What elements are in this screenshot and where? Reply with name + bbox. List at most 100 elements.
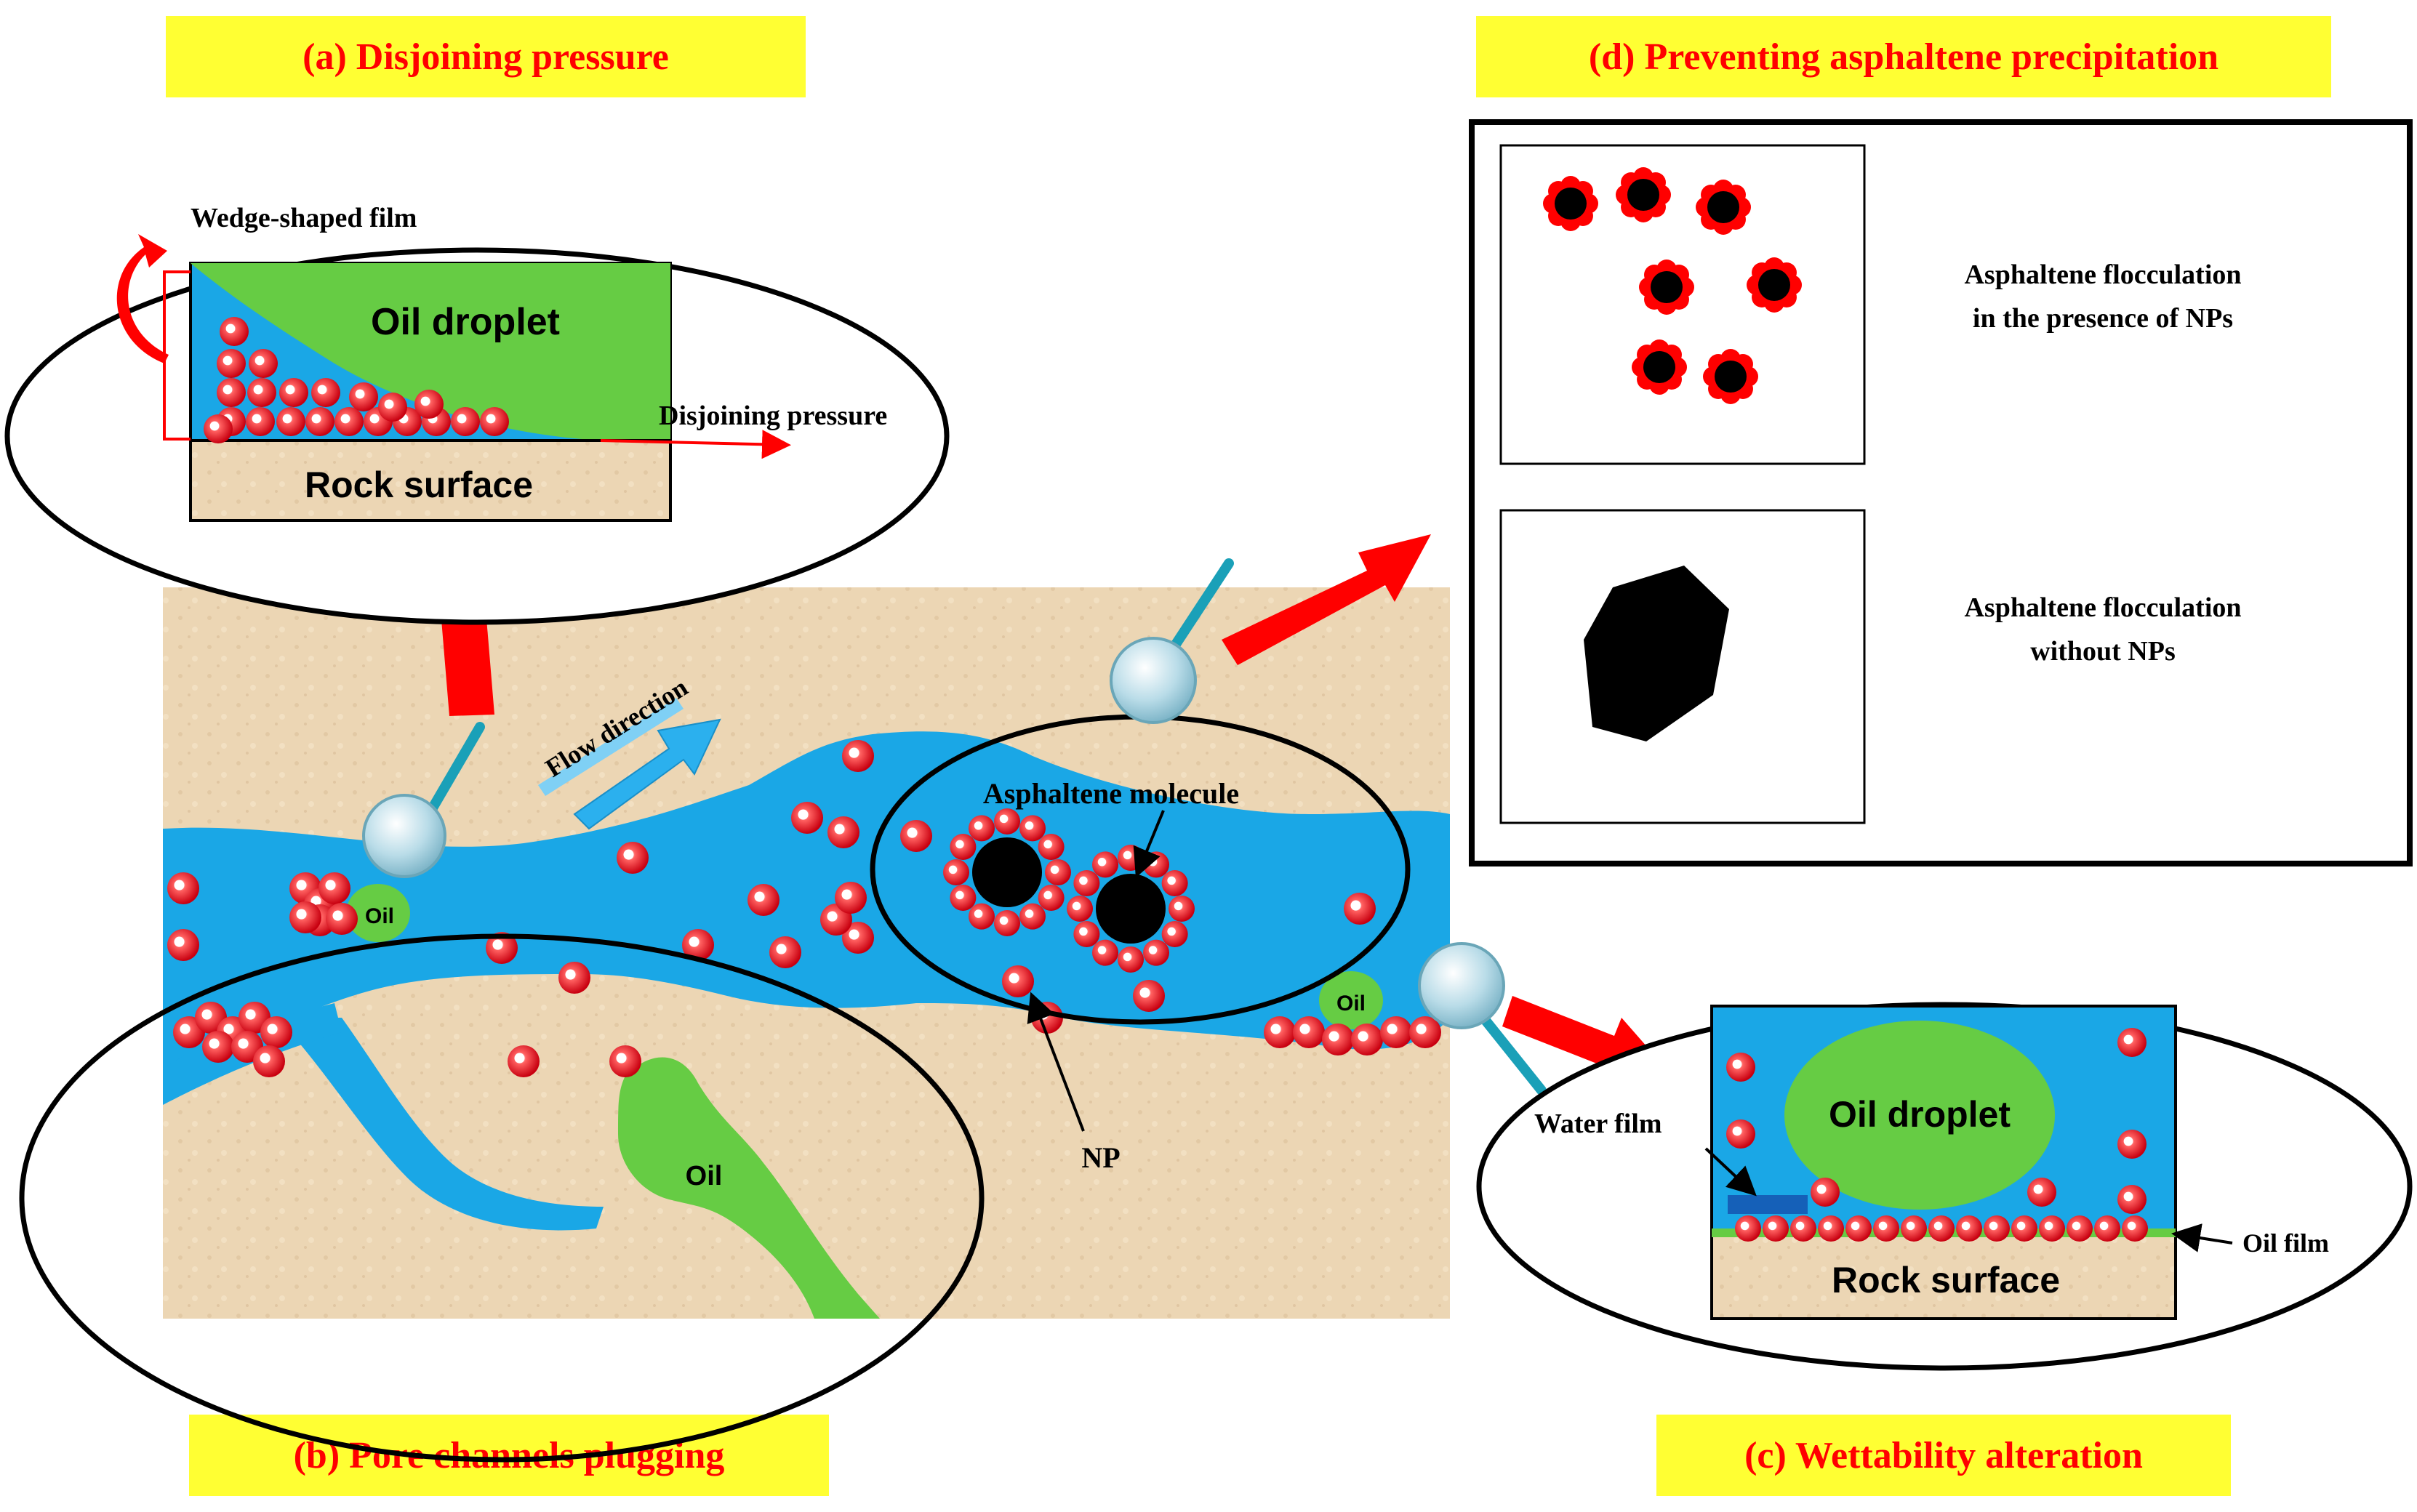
panel-a-nanoparticle	[276, 407, 305, 436]
panel-c-nanoparticle	[2094, 1215, 2120, 1242]
asphaltene-core-1	[972, 837, 1042, 907]
channel-nanoparticle	[842, 922, 874, 954]
disjoining-label: Disjoining pressure	[659, 401, 887, 431]
asphaltene-np-flower	[1696, 180, 1751, 235]
asphaltene-shell-np	[1038, 834, 1065, 860]
water-channel	[163, 731, 1450, 1069]
panel-c-nanoparticle	[2117, 1130, 2147, 1159]
asphaltene-np-flower	[1703, 349, 1758, 404]
panel-c: Oil droplet Rock surface Water film Oil …	[1476, 1002, 2413, 1371]
panel-c-nanoparticle	[1928, 1215, 1955, 1242]
channel-nanoparticle	[1002, 965, 1034, 997]
np-pointer	[1027, 992, 1085, 1132]
with-nps-line2: in the presence of NPs	[1973, 303, 2233, 334]
panel-a-oil-label: Oil droplet	[371, 301, 560, 343]
panel-a-nanoparticle	[246, 407, 275, 436]
panel-a-nanoparticle	[311, 378, 340, 407]
asphaltene-shell-np	[969, 815, 995, 842]
asphaltene-core-2	[1096, 874, 1166, 944]
asphaltene-np-flower	[1632, 339, 1687, 395]
asphaltene-shell-np	[1143, 851, 1169, 878]
asphaltene-shell-np	[1019, 815, 1046, 842]
asphaltene-aggregate	[1584, 566, 1729, 741]
title-a: (a) Disjoining pressure	[302, 36, 669, 78]
channel-nanoparticle	[791, 802, 823, 834]
np-label: NP	[1081, 1141, 1120, 1174]
channel-nanoparticle	[253, 1045, 285, 1077]
channel-nanoparticle	[289, 901, 321, 933]
with-nps-line1: Asphaltene flocculation	[1964, 260, 2241, 290]
panel-c-nanoparticle	[1811, 1178, 1840, 1207]
panel-c-water-film	[1728, 1195, 1808, 1214]
oil-plug	[618, 1057, 880, 1319]
panel-a-nanoparticle	[247, 378, 276, 407]
disjoining-arrow	[600, 430, 791, 459]
channel-nanoparticle	[558, 962, 590, 994]
panel-c-nanoparticle	[1735, 1215, 1761, 1242]
title-d-box: (d) Preventing asphaltene precipitation	[1476, 16, 2331, 97]
panel-c-nanoparticle	[2117, 1185, 2147, 1214]
oil-drop-left	[346, 884, 410, 942]
asphaltene-shell-np	[1161, 870, 1188, 896]
asphaltene-shell-np	[950, 834, 977, 860]
panel-c-nanoparticle	[2067, 1215, 2093, 1242]
wedge-film-label: Wedge-shaped film	[191, 203, 417, 233]
panel-c-oil-label: Oil droplet	[1829, 1094, 2011, 1135]
magnifier-a	[362, 722, 485, 878]
oil-drop-right	[1319, 971, 1383, 1029]
asphaltene-shell-np	[1045, 859, 1071, 885]
panel-a-nanoparticle	[378, 393, 407, 422]
asphaltene-shell-np	[994, 910, 1020, 936]
asphaltene-np-flower	[1639, 260, 1694, 315]
panel-c-nanoparticle	[1726, 1053, 1755, 1082]
panel-a: Oil droplet Rock surface Wedge-shaped fi…	[4, 203, 950, 625]
magnifier-c	[1418, 942, 1547, 1095]
panel-a-oil-droplet	[191, 263, 670, 441]
asphaltene-shell-np	[1073, 870, 1100, 896]
channel-nanoparticle	[769, 936, 801, 968]
without-nps-line2: without NPs	[2030, 636, 2176, 667]
channel-nanoparticle	[835, 882, 867, 914]
title-a-box: (a) Disjoining pressure	[166, 16, 806, 97]
oil-drop-right-label: Oil	[1336, 992, 1366, 1016]
channel-nanoparticle	[260, 1016, 292, 1048]
asphaltene-np-flower	[1543, 176, 1598, 231]
channel-nanoparticle	[167, 929, 199, 961]
panel-a-nanoparticle	[217, 378, 246, 407]
asphaltene-np-flower	[1747, 257, 1802, 313]
title-b-box: (b) Pore channels plugging	[189, 1415, 829, 1496]
channel-nanoparticle	[1322, 1024, 1354, 1055]
asphaltene-shell-np	[1019, 903, 1046, 930]
panel-c-rock-label: Rock surface	[1832, 1260, 2060, 1300]
channel-nanoparticle	[1344, 893, 1376, 925]
channel-nanoparticle	[167, 872, 199, 904]
panel-c-nanoparticle	[1790, 1215, 1816, 1242]
panel-a-nanoparticle	[305, 407, 334, 436]
panel-a-nanoparticle	[451, 407, 480, 436]
channel-nanoparticle	[682, 929, 714, 961]
panel-c-oil-droplet	[1784, 1021, 2055, 1210]
panel-a-nanoparticle	[334, 407, 364, 436]
channel-nanoparticle	[900, 820, 932, 852]
channel-nanoparticle	[326, 903, 358, 935]
oil-film-label: Oil film	[2242, 1228, 2329, 1258]
panel-a-nanoparticle	[249, 349, 278, 378]
panel-c-nanoparticle	[1845, 1215, 1872, 1242]
panel-c-nanoparticle	[1818, 1215, 1844, 1242]
asphaltene-pointer	[1133, 810, 1165, 878]
asphaltene-shell-np	[1092, 851, 1118, 878]
panel-c-nanoparticle	[2117, 1028, 2147, 1057]
water-branch-lower	[276, 1018, 604, 1231]
panel-c-nanoparticle	[2039, 1215, 2065, 1242]
channel-nanoparticle	[202, 1031, 234, 1063]
panel-a-nanoparticle	[349, 382, 378, 411]
asphaltene-clusters-main	[943, 808, 1195, 973]
asphaltene-np-flower	[1616, 167, 1671, 222]
asphaltene-shell-np	[1067, 896, 1093, 922]
flow-arrow	[538, 698, 721, 830]
red-arrow-d	[1222, 534, 1431, 665]
asphaltene-shell-np	[1161, 921, 1188, 947]
panel-a-rock	[189, 439, 672, 522]
asphaltene-shell-np	[1092, 939, 1118, 966]
